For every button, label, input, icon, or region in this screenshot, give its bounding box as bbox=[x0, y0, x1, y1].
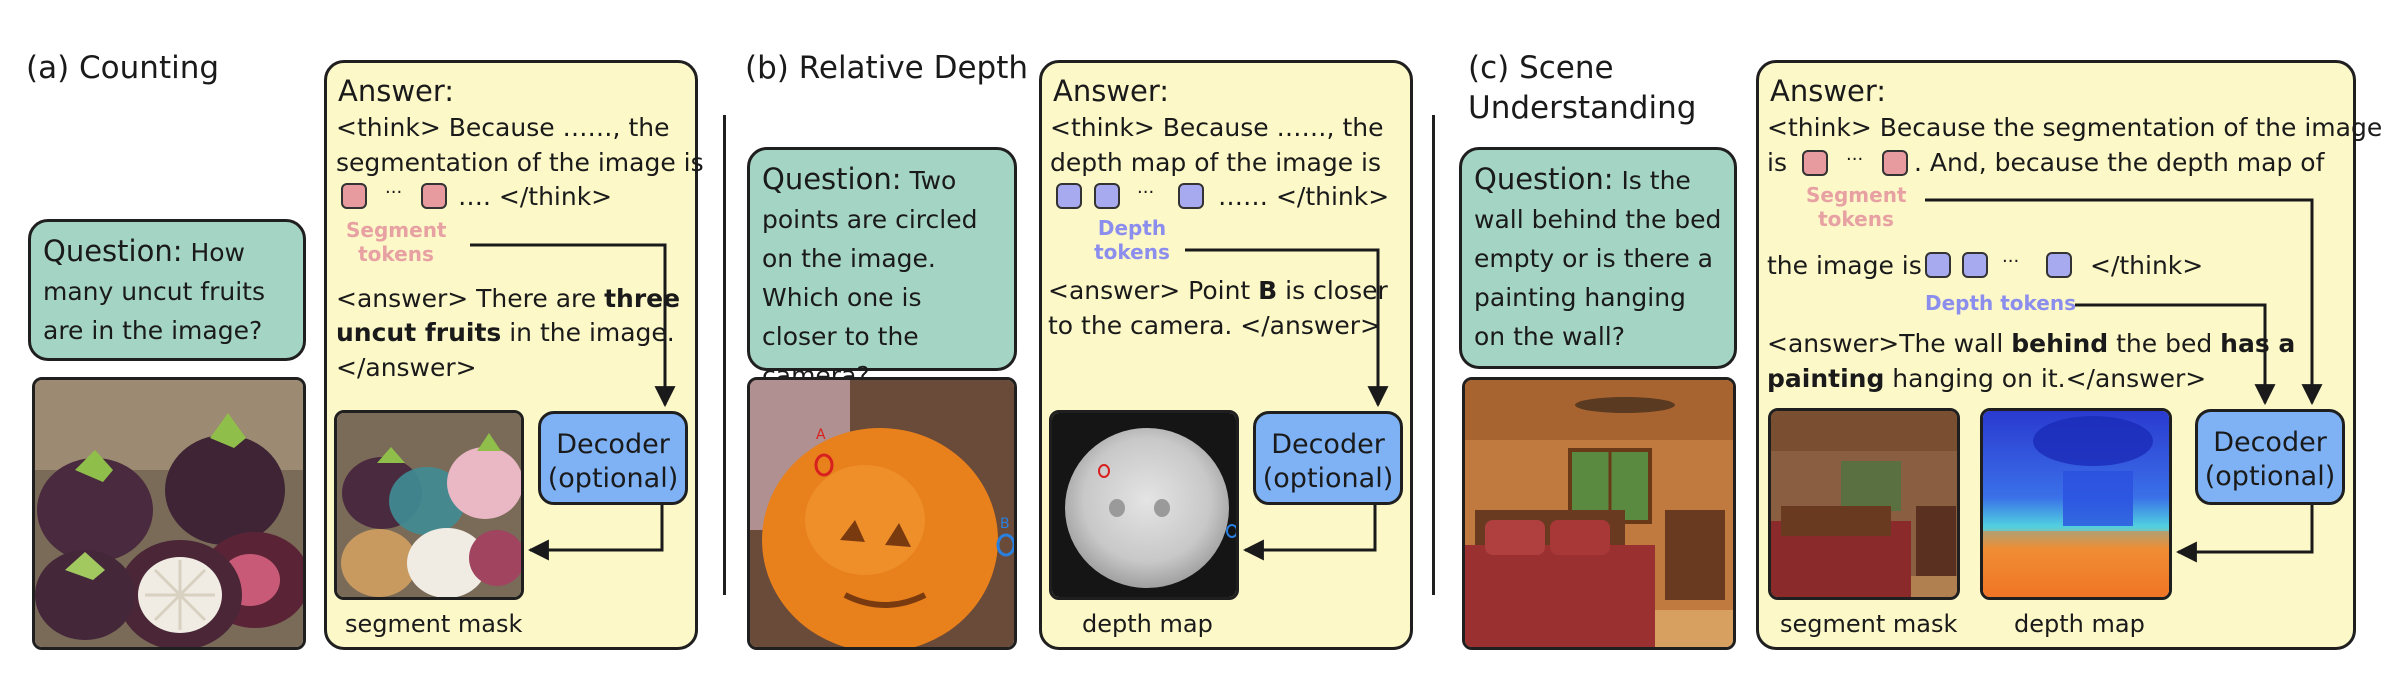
panel-b-orange-photo bbox=[747, 377, 1017, 650]
depth-token bbox=[1925, 252, 1951, 278]
answer-label: Answer: bbox=[1770, 74, 1887, 108]
segment-mask-caption: segment mask bbox=[345, 610, 523, 638]
segment-mask-illustration bbox=[1771, 411, 1957, 597]
question-text: How many uncut fruits are in the image? bbox=[43, 238, 265, 345]
depth-token bbox=[1094, 183, 1120, 209]
depth-map-caption: depth map bbox=[1082, 610, 1213, 638]
decoder-box: Decoder(optional) bbox=[2195, 409, 2345, 505]
segment-mask-caption: segment mask bbox=[1780, 610, 1958, 638]
answer-line-2: to the camera. </answer> bbox=[1048, 311, 1381, 340]
segment-mask-illustration bbox=[337, 413, 521, 597]
think-line-1: <think> Because ……, the bbox=[1050, 113, 1384, 142]
segment-mask-image bbox=[334, 410, 524, 600]
arrow-decoder-to-depth bbox=[1242, 505, 1377, 561]
think-line-1: <think> Because ……, the bbox=[336, 113, 670, 142]
depth-token bbox=[1962, 252, 1988, 278]
fruit-photo-illustration bbox=[35, 380, 303, 647]
depth-map-illustration bbox=[1983, 411, 2169, 597]
panel-c-question-box: Question: Is the wall behind the bed emp… bbox=[1459, 147, 1737, 369]
point-b-label: B bbox=[1000, 516, 1010, 532]
think-line-2: depth map of the image is bbox=[1050, 148, 1382, 177]
panel-a-fruit-photo bbox=[32, 377, 306, 650]
think-end: …. </think> bbox=[458, 182, 613, 211]
segment-token bbox=[1802, 150, 1828, 176]
answer-line-3: </answer> bbox=[336, 353, 477, 382]
decoder-box: Decoder(optional) bbox=[1253, 411, 1403, 505]
arrow-seg-tokens-to-decoder bbox=[1925, 198, 2323, 406]
question-label: Question: bbox=[43, 234, 183, 268]
decoder-box: Decoder(optional) bbox=[538, 411, 688, 505]
depth-tokens-label: Depth tokens bbox=[1925, 291, 2077, 315]
panel-divider bbox=[723, 115, 726, 595]
point-a-label: A bbox=[816, 427, 826, 443]
panel-b-title: (b) Relative Depth bbox=[745, 50, 1029, 86]
think-line-3-end: </think> bbox=[2090, 251, 2204, 280]
answer-label: Answer: bbox=[1053, 74, 1170, 108]
think-line-2: segmentation of the image is bbox=[336, 148, 704, 177]
answer-label: Answer: bbox=[338, 74, 455, 108]
segment-token bbox=[421, 183, 447, 209]
answer-line-2: uncut fruits in the image. bbox=[336, 318, 675, 347]
depth-map-caption: depth map bbox=[2014, 610, 2145, 638]
arrow-tokens-to-decoder bbox=[470, 243, 676, 408]
panel-divider bbox=[1432, 115, 1435, 595]
token-ellipsis: ··· bbox=[385, 182, 403, 203]
question-label: Question: bbox=[762, 162, 902, 196]
think-line-2-end: . And, because the depth map of bbox=[1914, 148, 2325, 177]
answer-line-1: <answer> There are three bbox=[336, 284, 681, 313]
token-ellipsis: ··· bbox=[1846, 149, 1864, 170]
depth-map-image bbox=[1049, 410, 1239, 600]
think-line-3-start: the image is bbox=[1767, 251, 1922, 280]
panel-a-title: (a) Counting bbox=[26, 50, 220, 86]
arrow-decoder-to-mask bbox=[527, 505, 664, 561]
segment-mask-image bbox=[1768, 408, 1960, 600]
panel-a-question-box: Question: How many uncut fruits are in t… bbox=[28, 219, 306, 361]
token-ellipsis: ··· bbox=[1137, 182, 1155, 203]
answer-line-1: <answer>The wall behind the bed has a bbox=[1767, 329, 2296, 358]
panel-c-bedroom-photo bbox=[1462, 377, 1736, 650]
answer-line-1: <answer> Point B is closer bbox=[1048, 276, 1388, 305]
segment-token bbox=[341, 183, 367, 209]
think-line-1: <think> Because the segmentation of the … bbox=[1767, 113, 2383, 142]
think-line-2-start: is bbox=[1767, 148, 1787, 177]
depth-token bbox=[1178, 183, 1204, 209]
bedroom-photo-illustration bbox=[1465, 380, 1733, 647]
depth-token bbox=[1056, 183, 1082, 209]
think-end: …… </think> bbox=[1218, 182, 1390, 211]
arrow-tokens-to-decoder bbox=[1185, 248, 1389, 408]
depth-token bbox=[2046, 252, 2072, 278]
question-text: Is the wall behind the bed empty or is t… bbox=[1474, 166, 1722, 351]
question-label: Question: bbox=[1474, 162, 1614, 196]
arrow-depth-tokens-to-decoder bbox=[2075, 303, 2276, 406]
depth-map-image bbox=[1980, 408, 2172, 600]
arrow-decoder-to-depth-map bbox=[2175, 505, 2314, 563]
orange-photo-illustration bbox=[750, 380, 1014, 647]
answer-line-2: painting hanging on it.</answer> bbox=[1767, 364, 2207, 393]
depth-map-illustration bbox=[1052, 413, 1236, 597]
token-ellipsis: ··· bbox=[2002, 251, 2020, 272]
segment-token bbox=[1882, 150, 1908, 176]
